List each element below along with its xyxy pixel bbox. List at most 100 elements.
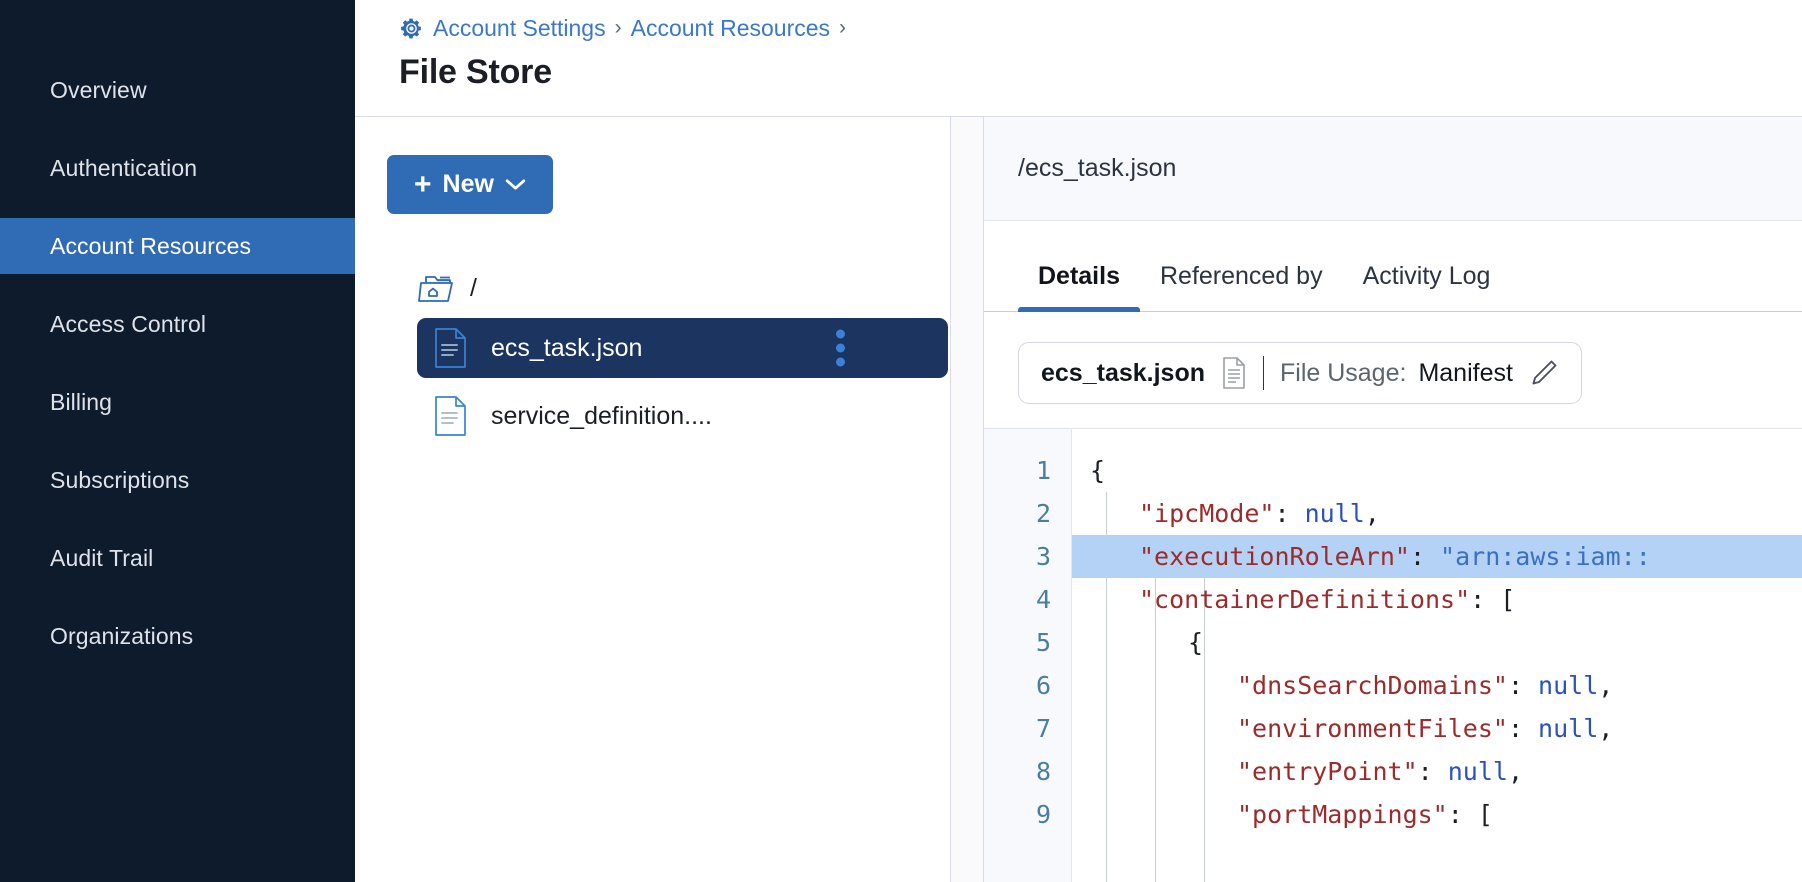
sidebar-item-authentication[interactable]: Authentication — [0, 140, 355, 196]
sidebar-item-account-resources[interactable]: Account Resources — [0, 218, 355, 274]
code-token-punc: : — [1417, 757, 1448, 786]
file-usage-chip: ecs_task.json File Usage: Manifest — [1018, 342, 1582, 404]
sidebar-item-label: Account Resources — [50, 232, 252, 259]
document-icon — [1223, 357, 1245, 389]
line-number: 4 — [1035, 585, 1051, 614]
sidebar-item-audit-trail[interactable]: Audit Trail — [0, 530, 355, 586]
breadcrumb: Account Settings › Account Resources › — [399, 8, 1802, 48]
code-line[interactable]: { — [1072, 449, 1802, 492]
code-token-null: null — [1538, 671, 1599, 700]
detail-pane: /ecs_task.json Details Referenced by Activ… — [984, 117, 1802, 882]
file-list: ecs_task.json service_definition.... — [387, 318, 950, 446]
sidebar-item-subscriptions[interactable]: Subscriptions — [0, 452, 355, 508]
tab-label: Referenced by — [1159, 262, 1323, 290]
code-token-punc: : [ — [1470, 585, 1516, 614]
tab-label: Details — [1038, 262, 1120, 290]
tab-details[interactable]: Details — [1018, 262, 1140, 312]
line-number: 5 — [1035, 628, 1051, 657]
sidebar-item-label: Overview — [50, 76, 147, 103]
code-token-key: "portMappings" — [1237, 800, 1448, 829]
breadcrumb-separator: › — [614, 16, 622, 39]
code-line[interactable]: { — [1072, 621, 1802, 664]
usage-value: Manifest — [1418, 358, 1513, 387]
sidebar-item-label: Subscriptions — [50, 466, 190, 493]
indent-guide — [1106, 492, 1107, 882]
code-line[interactable]: "executionRoleArn": "arn:aws:iam:: — [1072, 535, 1802, 578]
sidebar-item-label: Billing — [50, 388, 113, 415]
code-content[interactable]: {"ipcMode": null,"executionRoleArn": "ar… — [1072, 429, 1802, 882]
tab-activity-log[interactable]: Activity Log — [1343, 262, 1511, 311]
usage-file-name: ecs_task.json — [1041, 358, 1205, 387]
code-token-punc: { — [1090, 456, 1106, 485]
new-button[interactable]: + New — [387, 155, 553, 214]
pencil-icon[interactable] — [1529, 358, 1559, 388]
code-line[interactable]: "environmentFiles": null, — [1072, 707, 1802, 750]
file-row[interactable]: service_definition.... — [417, 386, 948, 446]
tab-label: Activity Log — [1362, 262, 1491, 290]
code-token-punc: , — [1598, 714, 1614, 743]
detail-tabs: Details Referenced by Activity Log — [984, 221, 1802, 312]
file-usage-section: ecs_task.json File Usage: Manifest — [984, 312, 1802, 404]
breadcrumb-item-account-resources[interactable]: Account Resources — [630, 14, 831, 41]
chevron-down-icon — [505, 179, 526, 190]
file-row[interactable]: ecs_task.json — [417, 318, 948, 378]
sidebar-item-billing[interactable]: Billing — [0, 374, 355, 430]
code-line[interactable]: "dnsSearchDomains": null, — [1072, 664, 1802, 707]
plus-icon: + — [414, 167, 432, 201]
sidebar-item-access-control[interactable]: Access Control — [0, 296, 355, 352]
breadcrumb-item-account-settings[interactable]: Account Settings — [433, 14, 606, 41]
tree-root-folder[interactable]: / — [387, 266, 950, 310]
breadcrumb-separator-2: › — [839, 16, 847, 39]
code-token-punc: , — [1507, 757, 1524, 786]
code-token-str: "arn:aws:iam:: — [1440, 542, 1651, 571]
code-token-key: "executionRoleArn" — [1139, 542, 1410, 571]
code-line[interactable]: "ipcMode": null, — [1072, 492, 1802, 535]
code-token-punc: { — [1188, 628, 1204, 657]
line-number: 6 — [1035, 671, 1051, 700]
line-number: 2 — [1035, 499, 1051, 528]
line-number: 3 — [1035, 542, 1051, 571]
line-number: 9 — [1035, 800, 1051, 829]
more-vertical-icon[interactable] — [836, 329, 845, 367]
page-title: File Store — [399, 53, 552, 91]
file-path-bar: /ecs_task.json — [984, 117, 1802, 221]
sidebar-item-overview[interactable]: Overview — [0, 62, 355, 118]
code-token-key: "dnsSearchDomains" — [1237, 671, 1508, 700]
new-button-label: New — [442, 170, 494, 198]
code-token-key: "containerDefinitions" — [1139, 585, 1471, 614]
code-token-key: "entryPoint" — [1237, 757, 1418, 786]
page-header: Account Settings › Account Resources › F… — [355, 0, 1802, 117]
tab-referenced-by[interactable]: Referenced by — [1140, 262, 1343, 311]
main-content: Account Settings › Account Resources › F… — [355, 0, 1802, 882]
code-line[interactable]: "containerDefinitions": [ — [1072, 578, 1802, 621]
indent-guide — [1155, 535, 1156, 882]
code-token-key: "ipcMode" — [1139, 499, 1275, 528]
gear-icon — [401, 18, 421, 38]
code-token-punc: : — [1507, 671, 1539, 700]
indent-guide — [1204, 578, 1205, 882]
pane-splitter[interactable] — [950, 117, 984, 882]
code-token-null: null — [1447, 757, 1508, 786]
sidebar-item-organizations[interactable]: Organizations — [0, 608, 355, 664]
folder-home-icon — [418, 276, 453, 302]
line-number: 7 — [1035, 714, 1051, 743]
code-token-punc: , — [1598, 671, 1614, 700]
line-number: 8 — [1035, 757, 1051, 786]
code-token-null: null — [1538, 714, 1599, 743]
file-name-label: service_definition.... — [491, 401, 712, 430]
code-token-punc: : — [1274, 499, 1305, 528]
code-line[interactable]: "entryPoint": null, — [1072, 750, 1802, 793]
tree-root-label: / — [470, 273, 477, 302]
code-token-null: null — [1304, 499, 1365, 528]
code-line[interactable]: "portMappings": [ — [1072, 793, 1802, 836]
file-json-icon — [435, 396, 466, 436]
usage-label: File Usage: — [1280, 358, 1407, 387]
usage-divider — [1263, 356, 1264, 390]
code-token-punc: , — [1364, 499, 1380, 528]
code-token-punc: : — [1507, 714, 1539, 743]
